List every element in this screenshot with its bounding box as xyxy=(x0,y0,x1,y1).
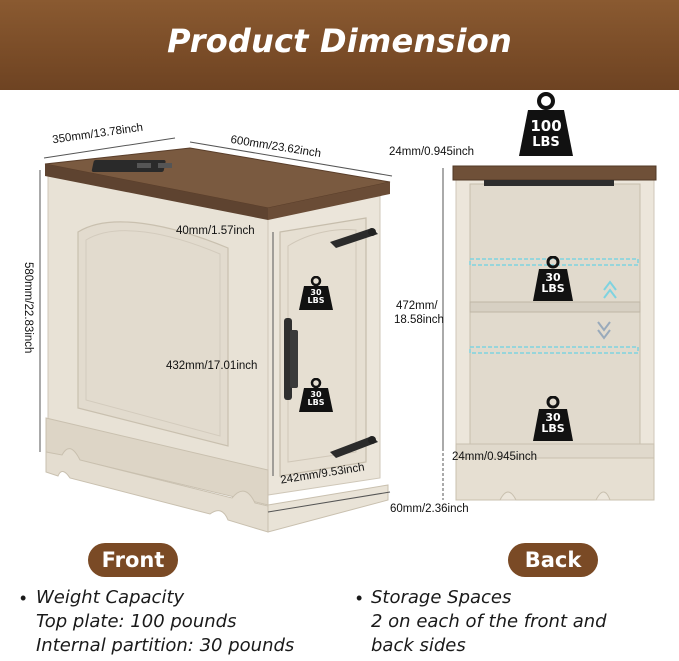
front-height-dimension: 580mm/22.83inch xyxy=(22,262,34,354)
back-label-pill: Back xyxy=(508,543,598,577)
header-banner: Product Dimension xyxy=(0,0,679,90)
back-shelf-gap-dimension-line1: 472mm/ xyxy=(396,300,438,312)
back-bottom-board-dimension: 24mm/0.945inch xyxy=(452,451,538,463)
spec-left-line3: Internal partition: 30 pounds xyxy=(36,635,295,656)
spec-left-title: Weight Capacity xyxy=(36,587,185,608)
back-cabinet-illustration xyxy=(442,165,657,501)
spec-right-line3: back sides xyxy=(371,635,466,656)
front-cabinet-illustration xyxy=(39,137,393,533)
front-top-thickness-dimension: 40mm/1.57inch xyxy=(176,225,255,237)
back-top-thickness-dimension: 24mm/0.945inch xyxy=(389,146,475,158)
back-shelf-gap-dimension-line2: 18.58inch xyxy=(394,314,444,326)
bullet-icon: • xyxy=(356,588,363,608)
front-inner-height-dimension: 432mm/17.01inch xyxy=(166,360,258,372)
back-base-height-dimension: 60mm/2.36inch xyxy=(390,503,469,515)
front-label-pill: Front xyxy=(88,543,178,577)
bullet-icon: • xyxy=(20,588,27,608)
spec-right-title: Storage Spaces xyxy=(371,587,512,608)
spec-right-line2: 2 on each of the front and xyxy=(371,611,607,632)
page-title: Product Dimension xyxy=(167,22,512,60)
spec-left-line2: Top plate: 100 pounds xyxy=(36,611,237,632)
